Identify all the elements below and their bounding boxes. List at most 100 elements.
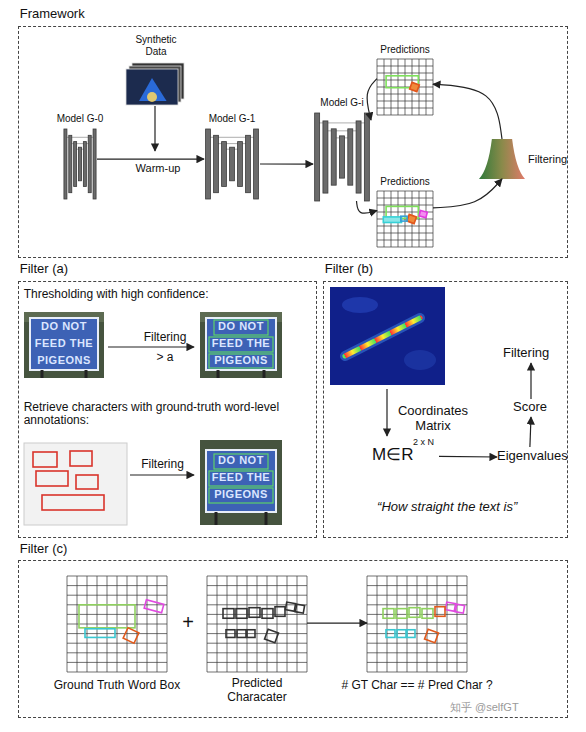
box-mark [401, 216, 407, 221]
sign-text: PIGEONS [30, 354, 98, 367]
sign-photo [200, 440, 282, 525]
word-box [36, 471, 68, 486]
grid-caption: # GT Char == # Pred Char ? [327, 679, 507, 693]
box-mark [247, 630, 255, 638]
result-grid: # GT Char == # Pred Char ? [367, 576, 467, 672]
grid-line [367, 614, 467, 615]
grid-line [207, 604, 307, 605]
arrow-label: Coordinates Matrix [393, 404, 473, 434]
word-box-image [24, 443, 127, 525]
funnel-label: Filtering [528, 153, 578, 166]
sign-post [217, 370, 220, 378]
box-mark [295, 604, 304, 613]
grid-line [67, 643, 167, 644]
layer-bar [69, 135, 72, 192]
filter-arrow [108, 346, 194, 347]
photo-background [200, 312, 282, 378]
image-card [126, 69, 178, 105]
layer-bar [246, 135, 251, 192]
layer-bar [74, 142, 77, 187]
dashed-panel: Filter (c)Ground Truth Word BoxPredicted… [18, 560, 568, 718]
layer-bar [323, 121, 328, 193]
watermark: 知乎 @selfGT [450, 701, 568, 714]
step-text: Thresholding with high confidence: [24, 288, 309, 302]
network-model: Model G-i [313, 113, 371, 201]
panel-title: Filter (b) [325, 262, 475, 277]
synth-shape [126, 63, 184, 105]
grid-line [207, 614, 307, 615]
funnel-body [479, 139, 525, 179]
grid-line [67, 662, 167, 663]
layer-bar [214, 135, 219, 192]
text-node: Score [511, 399, 551, 417]
grid-caption: Ground Truth Word Box [47, 679, 187, 693]
grid-line [67, 614, 167, 615]
layer-bar [230, 147, 235, 181]
character-grid: Predicted Characater [207, 576, 307, 672]
grid-line [67, 576, 167, 577]
synthetic-data-image: Synthetic Data [126, 63, 184, 105]
layer-bar [206, 129, 211, 199]
sign-text: DO NOT [206, 454, 276, 467]
box-mark [285, 602, 295, 611]
box-mark [455, 604, 464, 613]
box-mark [435, 607, 445, 617]
sign-text: DO NOT [30, 320, 98, 333]
grid-line [367, 652, 467, 653]
flow-arrow [357, 201, 378, 213]
prediction-grid: Predictions [377, 59, 433, 115]
net-shape [313, 113, 371, 201]
grid-line [207, 595, 307, 596]
layer-bar [222, 142, 227, 187]
model-label: Model G-1 [197, 113, 267, 125]
arrow-label: Filtering [125, 458, 200, 472]
box-mark [407, 214, 417, 223]
heatmap-line [345, 318, 420, 356]
grid-line [377, 66, 433, 67]
panel-title: Filter (c) [20, 542, 170, 557]
grid-line [207, 576, 307, 577]
sign-post [263, 370, 266, 378]
step-text: Retrieve characters with ground-truth wo… [24, 401, 309, 429]
sign-post [41, 370, 44, 378]
word-box-grid: Ground Truth Word Box [67, 576, 167, 672]
step-label: Eigenvalues [497, 449, 569, 464]
grid-line [367, 633, 467, 634]
grid-line [367, 672, 467, 673]
panel-title: Filter (a) [20, 262, 170, 277]
layer-bar [356, 121, 361, 193]
sign-text: DO NOT [206, 320, 276, 333]
tent [139, 78, 167, 101]
word-box [42, 495, 104, 510]
grid-label: Predictions [370, 176, 440, 188]
threshold-label: > a [120, 351, 210, 365]
box-mark [383, 217, 401, 223]
grid-line [67, 672, 167, 673]
grid-line [67, 652, 167, 653]
layer-bar [64, 129, 67, 199]
word-box [33, 452, 57, 467]
box-mark [396, 609, 407, 619]
heatmap-glow [345, 318, 420, 356]
formula-node: M∈R2 x N [369, 441, 439, 469]
grid-line [377, 115, 433, 116]
grid-line [67, 585, 167, 586]
grid-label: Predictions [370, 44, 440, 56]
heatmap-blob [342, 297, 378, 313]
flow-arrow [433, 179, 502, 208]
grid-line [367, 624, 467, 625]
box-mark [265, 629, 279, 643]
text-node: Eigenvalues [497, 447, 567, 467]
layer-bar [93, 129, 96, 199]
flow-arrow [97, 159, 204, 160]
sign-text: PIGEONS [206, 354, 276, 367]
text-node: Filtering [503, 345, 559, 363]
sign-text: FEED THE [206, 337, 276, 350]
sign-photo [24, 312, 104, 378]
sign-board [30, 318, 98, 370]
network-model: Model G-0 [63, 129, 97, 199]
grid-line [377, 94, 433, 95]
grid-line [67, 633, 167, 634]
layer-bar [348, 129, 353, 185]
box-mark [236, 609, 247, 619]
